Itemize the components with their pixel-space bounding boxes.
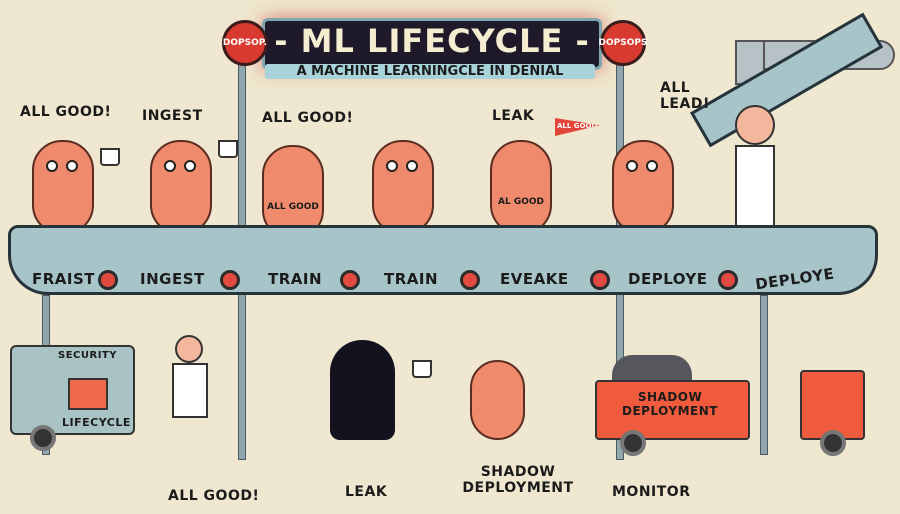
flag: ALL GOOD — [555, 118, 600, 136]
wheel-icon — [620, 430, 646, 456]
glasses-icon — [66, 160, 78, 172]
belt-label: TRAIN — [384, 270, 439, 288]
speech-label: LEAK — [492, 108, 535, 124]
belt-label: EVEAKE — [500, 270, 569, 288]
red-button-icon — [98, 270, 118, 290]
belt-label: TRAIN — [268, 270, 323, 288]
bean-character — [32, 140, 94, 235]
page-subtitle: A MACHINE LEARNINGCLE IN DENIAL — [265, 64, 595, 79]
stop-sign-left: DOPSOP. — [222, 20, 268, 66]
eye-icon — [646, 160, 658, 172]
van-label: SECURITY — [58, 350, 117, 361]
shadow-truck — [595, 380, 750, 440]
manager-head — [735, 105, 775, 145]
leak-ghost — [330, 340, 395, 440]
title-banner — [262, 18, 602, 70]
eye-icon — [386, 160, 398, 172]
coffee-mug-icon — [412, 360, 432, 378]
red-button-icon — [460, 270, 480, 290]
eye-icon — [184, 160, 196, 172]
bottom-label: LEAK — [345, 484, 388, 500]
speech-label: ALL GOOD! — [20, 104, 112, 120]
wheel-icon — [820, 430, 846, 456]
worker-body — [172, 363, 208, 418]
stop-sign-right: DOPSOPS — [599, 20, 647, 66]
bean-character — [470, 360, 525, 440]
red-button-icon — [718, 270, 738, 290]
bean-character — [150, 140, 212, 235]
eye-icon — [626, 160, 638, 172]
van-panel — [68, 378, 108, 410]
bottom-label: MONITOR — [612, 484, 691, 500]
glasses-icon — [46, 160, 58, 172]
van-label: LIFECYCLE — [62, 416, 131, 429]
speech-label: ALL GOOD! — [262, 110, 354, 126]
bean-character — [612, 140, 674, 235]
red-button-icon — [220, 270, 240, 290]
belly-text: AL GOOD — [498, 197, 544, 207]
belt-label: DEPLOYE — [628, 270, 708, 288]
bottom-label: SHADOW DEPLOYMENT — [462, 464, 574, 496]
conveyor-belt — [8, 225, 878, 295]
belt-leg — [760, 295, 768, 455]
red-button-icon — [340, 270, 360, 290]
belly-text: ALL GOOD — [267, 202, 319, 212]
ramp-belt — [690, 12, 884, 148]
page-title: - ML LIFECYCLE - — [274, 22, 590, 60]
speech-label: INGEST — [142, 108, 203, 124]
coffee-mug-icon — [218, 140, 238, 158]
speech-label: ALL LEAD! — [660, 80, 710, 112]
truck-label: SHADOW DEPLOYMENT — [621, 390, 718, 418]
manager-body — [735, 145, 775, 230]
eye-icon — [406, 160, 418, 172]
bean-character — [372, 140, 434, 235]
eye-icon — [164, 160, 176, 172]
belt-label: INGEST — [140, 270, 205, 288]
bottom-label: ALL GOOD! — [168, 488, 260, 504]
truck-cab — [800, 370, 865, 440]
coffee-mug-icon — [100, 148, 120, 166]
worker-head — [175, 335, 203, 363]
wheel-icon — [30, 425, 56, 451]
belt-label: FRAIST — [32, 270, 96, 288]
red-button-icon — [590, 270, 610, 290]
bean-character: AL GOOD — [490, 140, 552, 235]
